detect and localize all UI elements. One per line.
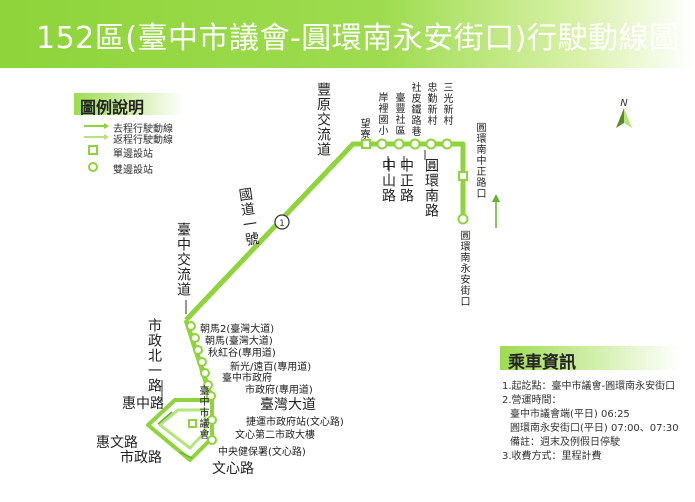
road-zhongshan: 中山路: [380, 158, 396, 203]
stop-xinguang-label: 新光/遠百(專用道): [230, 362, 312, 373]
road-huizhong: 惠中路: [122, 396, 164, 412]
legend-heading-bar: 圖例說明: [74, 93, 184, 117]
stop-chaoma2: [186, 321, 196, 331]
stop-city-govt-busway: [203, 380, 213, 390]
stop-taifeng: [393, 138, 405, 150]
stop-xinguang: [197, 357, 207, 367]
info-line-3: 臺中市議會端(平日) 06:25: [510, 409, 630, 420]
stop-taifeng-community: 臺豐社區: [393, 92, 404, 136]
legend-one-way-stop: 單邊設站: [113, 149, 153, 160]
route-loop-outbound: [146, 398, 214, 462]
highway-shield-icon: [274, 214, 290, 230]
stop-zhongzheng-rd-s: 圓環南中正路口: [474, 122, 485, 199]
stop-city-govt-station: [206, 391, 216, 401]
route-line-main: [184, 141, 466, 322]
stops-taiwan-blvd: [186, 321, 217, 445]
road-huiwen: 惠文路: [96, 435, 138, 451]
stop-shepi: [409, 138, 421, 150]
stop-zhongzheng-rd-marker: [458, 171, 468, 181]
highway-shield-number: 1: [279, 219, 285, 229]
north-label: N: [620, 98, 628, 109]
road-huanhuan-s: 圓環南路: [423, 158, 439, 218]
stop-city-govt-busway-label: 市政府(專用道): [245, 385, 313, 396]
loop-arrow-1: [179, 451, 193, 459]
legend-return: 返程行駛動線: [113, 135, 173, 146]
stops-top-road: [376, 138, 469, 225]
direction-arrowhead-icon: [492, 194, 500, 202]
legend-outbound: 去程行駛動線: [113, 124, 173, 135]
stop-wangliao: 望寮: [358, 118, 369, 140]
route-loop-return: [158, 408, 207, 450]
stop-chaoma-label: 朝馬(臺灣大道): [205, 336, 273, 347]
stop-qiuhonggu-label: 秋紅谷(專用道): [208, 348, 276, 359]
stop-city-govt-station-label: 捷運市政府站(文心路): [246, 417, 344, 428]
road-fengyuan-interchange: 豐原交流道: [315, 82, 331, 157]
loop-arrow-2: [157, 411, 173, 425]
info-line-4: 圓環南永安街口(平日) 07:00、07:30: [510, 423, 679, 434]
stop-wangliao-marker: [361, 139, 371, 149]
info-heading-bar: 乘車資訊: [500, 346, 680, 373]
stop-health-bureau: [207, 435, 217, 445]
stop-terminal: 圓環南永安街口: [458, 230, 469, 307]
stop-terminal-marker: [457, 213, 469, 225]
info-line-2: 2.營運時間：: [502, 395, 562, 406]
page-title: 152區(臺中市議會-圓環南永安街口)行駛動線圖: [36, 21, 680, 56]
north-arrow-icon: [616, 108, 632, 128]
stop-sanguang-village: 三光新村: [441, 82, 452, 126]
stop-chaoma: [190, 333, 200, 343]
info-line-6: 3.收費方式：里程計費: [502, 451, 602, 462]
title-banner: 152區(臺中市議會-圓環南永安街口)行駛動線圖: [0, 0, 695, 68]
stop-qiuhonggu: [193, 345, 203, 355]
leader-lines: [161, 150, 426, 402]
road-taichung-interchange: 臺中交流道: [175, 222, 191, 297]
stop-anli: [376, 138, 388, 150]
stop-wenxin-bldg2: [207, 415, 217, 425]
legend-heading: 圖例說明: [80, 98, 145, 117]
stop-zhongqin-village: 忠勤新村: [425, 82, 436, 126]
road-zhongzheng: 中正路: [398, 158, 414, 203]
road-shizheng: 市政路: [120, 450, 162, 466]
stop-sanguang: [441, 138, 453, 150]
legend-two-way-stop: 雙邊設站: [113, 165, 153, 176]
stop-chaoma2-label: 朝馬2(臺灣大道): [200, 324, 275, 335]
legend-symbols: [84, 123, 109, 172]
road-wenxin: 文心路: [212, 461, 254, 477]
stop-health-bureau-label: 中央健保署(文心路): [218, 447, 306, 458]
road-shizheng-n1: 市政北一路: [146, 318, 162, 393]
stop-anli-school: 岸裡國小: [376, 92, 387, 136]
stop-wenxin-bldg2-label: 文心第二市政大樓: [235, 430, 315, 441]
stop-shepi-alley: 社皮鐵路巷: [409, 82, 420, 137]
info-heading: 乘車資訊: [508, 353, 576, 373]
road-taiwan-blvd: 臺灣大道: [260, 397, 316, 413]
info-line-5: 備註：週末及例假日停駛: [510, 437, 620, 448]
stop-zhongqin: [425, 138, 437, 150]
stop-council-marker: [188, 419, 197, 428]
stop-city-govt-label: 臺中市政府: [222, 373, 272, 384]
stop-city-govt: [200, 368, 210, 378]
stop-council: 臺中市議會: [197, 385, 208, 440]
info-line-1: 1.起訖點：臺中市議會-圓環南永安街口: [502, 381, 676, 392]
